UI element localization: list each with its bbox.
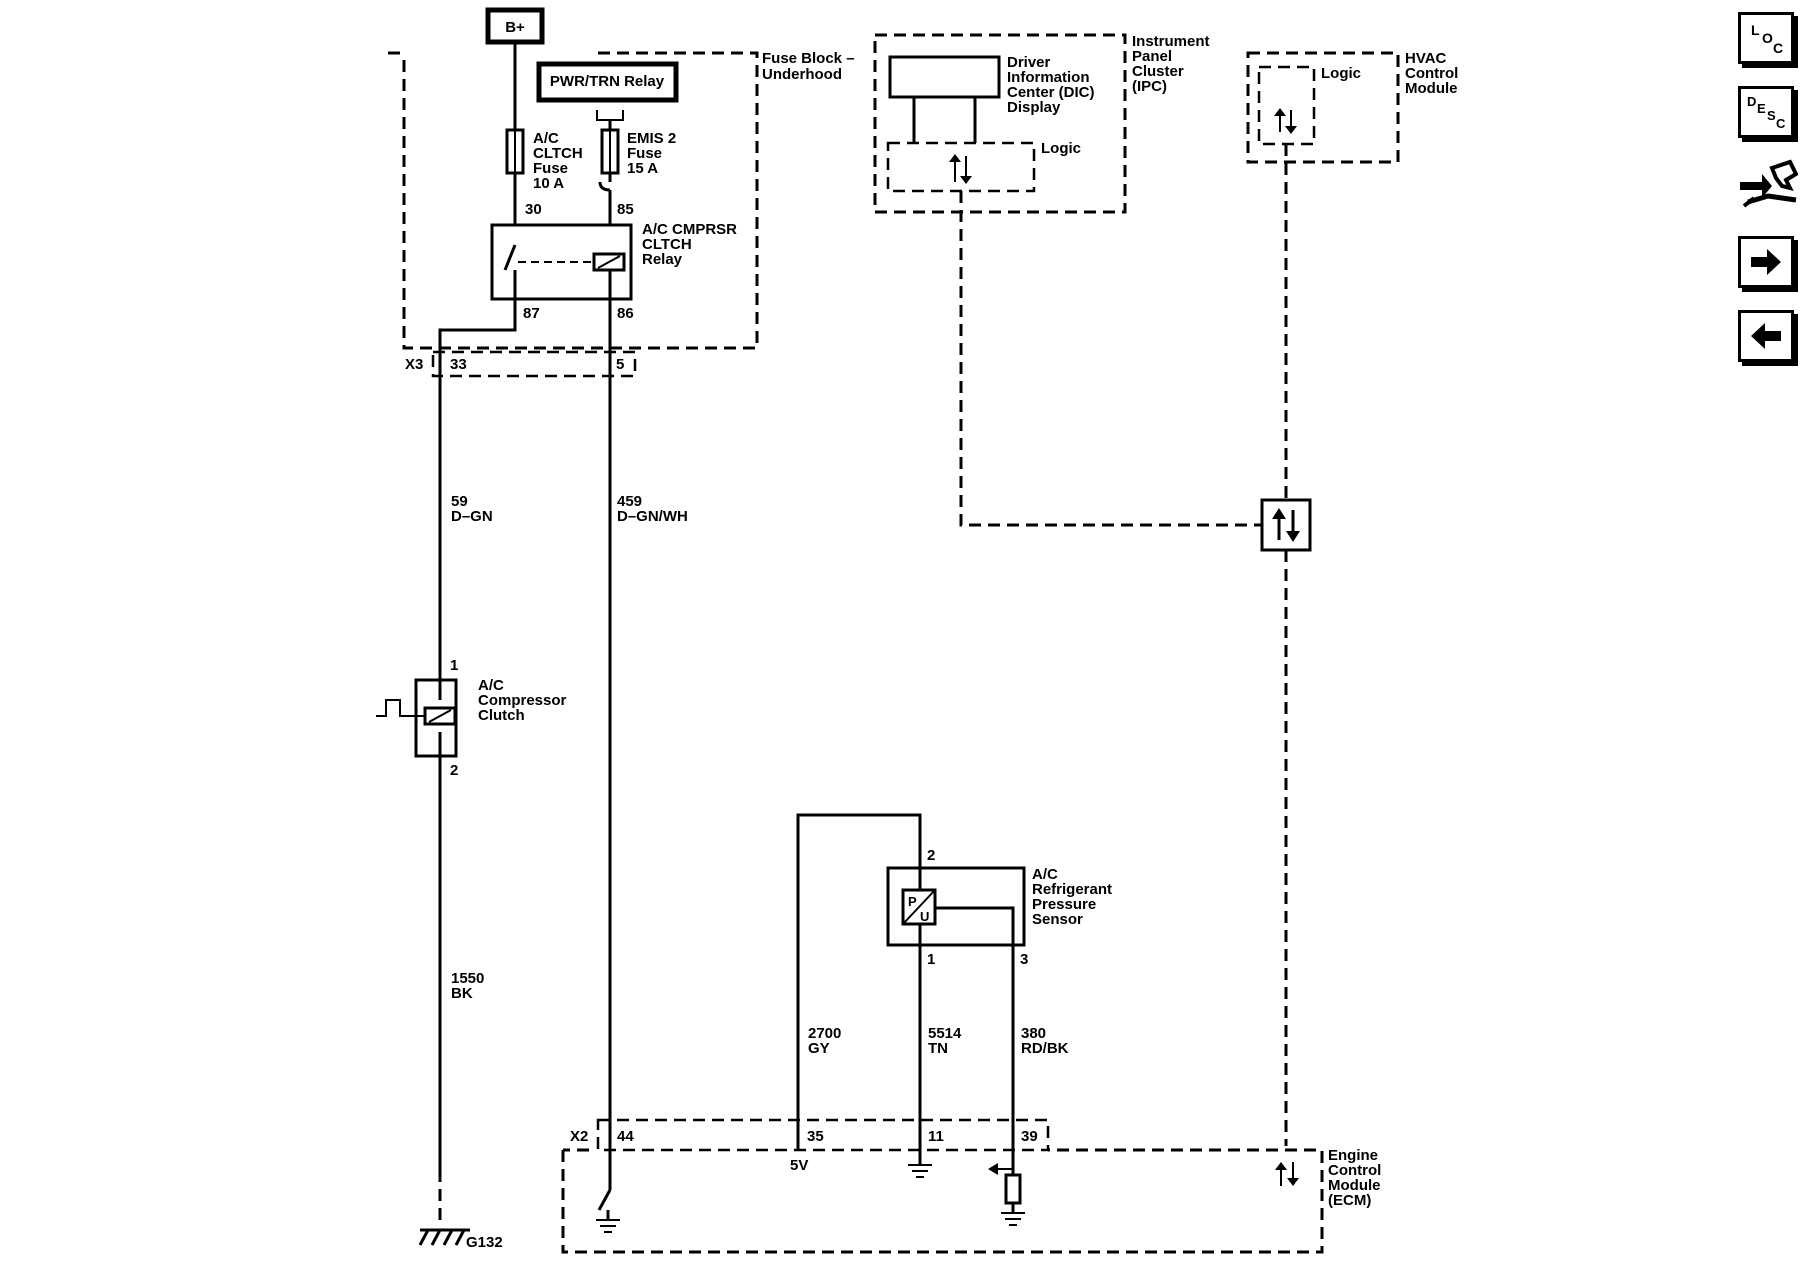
wire-5514-label: 5514 TN bbox=[928, 1025, 966, 1057]
loc-icon: L O C bbox=[1751, 22, 1783, 56]
b-plus-label: B+ bbox=[505, 19, 525, 36]
ecm-ground-39-icon bbox=[1001, 1212, 1025, 1226]
splice-data-arrows-icon bbox=[1272, 508, 1300, 542]
previous-button[interactable] bbox=[1738, 310, 1794, 362]
loc-button[interactable]: L O C bbox=[1738, 12, 1794, 64]
svg-text:C: C bbox=[1776, 116, 1786, 131]
hvac-data-arrows-icon bbox=[1274, 108, 1297, 134]
ipc-name: Instrument Panel Cluster (IPC) bbox=[1132, 33, 1214, 95]
ecm-name: Engine Control Module (ECM) bbox=[1328, 1147, 1386, 1209]
svg-text:O: O bbox=[1762, 30, 1773, 46]
clutch-mechanical-symbol bbox=[376, 699, 425, 717]
ecm-data-arrows-icon bbox=[1275, 1162, 1299, 1186]
ecm-pin-44: 44 bbox=[617, 1128, 634, 1145]
relay-pin-30: 30 bbox=[525, 201, 542, 218]
wire-380 bbox=[935, 906, 1015, 1175]
x2-connector bbox=[596, 1118, 1050, 1152]
sensor-label: A/C Refrigerant Pressure Sensor bbox=[1032, 866, 1116, 928]
relay-switch-contact bbox=[503, 244, 517, 271]
emis2-fuse-label: EMIS 2 Fuse 15 A bbox=[627, 130, 680, 177]
ecm-pin-39: 39 bbox=[1021, 1128, 1038, 1145]
fuse-block-outline bbox=[388, 51, 759, 350]
fuse-block-name: Fuse Block – Underhood bbox=[762, 50, 859, 83]
relay-label: A/C CMPRSR CLTCH Relay bbox=[642, 221, 741, 268]
x2-connector-label: X2 bbox=[570, 1128, 588, 1145]
svg-text:L: L bbox=[1751, 22, 1760, 38]
wire-2700-label: 2700 GY bbox=[808, 1025, 846, 1057]
connector-button[interactable] bbox=[1738, 158, 1799, 214]
dic-display-label: Driver Information Center (DIC) Display bbox=[1007, 54, 1099, 116]
sensor-u-glyph: U bbox=[920, 909, 929, 924]
svg-text:D: D bbox=[1747, 94, 1756, 109]
ground-g132-symbol bbox=[418, 1228, 470, 1246]
desc-button[interactable]: D E S C bbox=[1738, 86, 1794, 138]
hvac-logic-label: Logic bbox=[1321, 65, 1361, 82]
ecm-pin-35: 35 bbox=[807, 1128, 824, 1145]
ipc-logic-box bbox=[886, 141, 1036, 193]
wire-459-label: 459 D–GN/WH bbox=[617, 493, 688, 525]
ac-clutch-fuse-label: A/C CLTCH Fuse 10 A bbox=[533, 130, 587, 192]
ipc-logic-label: Logic bbox=[1041, 140, 1081, 157]
wire-2700 bbox=[796, 813, 922, 1150]
next-arrow-icon bbox=[1751, 249, 1781, 275]
relay-pin-86: 86 bbox=[617, 305, 634, 322]
clutch-pin-1: 1 bbox=[450, 657, 458, 674]
connector-icon bbox=[1740, 159, 1799, 208]
sensor-pin-3: 3 bbox=[1020, 951, 1028, 968]
sensor-p-glyph: P bbox=[908, 894, 917, 909]
ecm-ground-11-icon bbox=[908, 1164, 932, 1178]
ecm-pin-11: 11 bbox=[928, 1128, 944, 1145]
clutch-label: A/C Compressor Clutch bbox=[478, 677, 571, 724]
ipc-data-arrows-icon bbox=[949, 154, 972, 184]
hvac-name: HVAC Control Module bbox=[1405, 50, 1463, 97]
next-button[interactable] bbox=[1738, 236, 1794, 288]
relay-pin-87: 87 bbox=[523, 305, 540, 322]
svg-text:S: S bbox=[1767, 108, 1776, 123]
ipc-outline bbox=[873, 33, 1127, 214]
dic-display bbox=[888, 55, 1001, 99]
desc-icon: D E S C bbox=[1747, 94, 1786, 131]
pwr-trn-relay-label: PWR/TRN Relay bbox=[550, 73, 665, 90]
ecm-driver-switch bbox=[597, 1189, 612, 1220]
svg-text:E: E bbox=[1757, 101, 1766, 116]
sensor-pin-1: 1 bbox=[927, 951, 935, 968]
wire-59-label: 59 D–GN bbox=[451, 493, 493, 525]
x3-pin-33: 33 bbox=[450, 356, 467, 373]
x3-pin-5: 5 bbox=[616, 356, 624, 373]
clutch-pin-2: 2 bbox=[450, 762, 458, 779]
ecm-ground-44-icon bbox=[596, 1219, 620, 1233]
wire-1550-label: 1550 BK bbox=[451, 970, 489, 1002]
serial-data-splice bbox=[1260, 498, 1312, 552]
ground-g132-label: G132 bbox=[466, 1234, 503, 1251]
wire-380-label: 380 RD/BK bbox=[1021, 1025, 1069, 1057]
svg-text:C: C bbox=[1773, 40, 1783, 56]
ecm-outline bbox=[561, 1148, 1324, 1254]
previous-arrow-icon bbox=[1751, 323, 1781, 349]
relay-pin-85: 85 bbox=[617, 201, 634, 218]
ecm-5v-reference: 5V bbox=[790, 1157, 808, 1174]
sensor-pin-2: 2 bbox=[927, 847, 935, 864]
x3-connector-label: X3 bbox=[405, 356, 423, 373]
hvac-logic-box bbox=[1257, 65, 1316, 146]
ecm-signal-resistor bbox=[1004, 1173, 1022, 1205]
ipc-serial-data-line bbox=[959, 191, 1262, 527]
hvac-outline bbox=[1246, 51, 1400, 164]
ecm-signal-arrow-icon bbox=[988, 1163, 998, 1175]
pwr-trn-relay-box bbox=[536, 61, 679, 103]
